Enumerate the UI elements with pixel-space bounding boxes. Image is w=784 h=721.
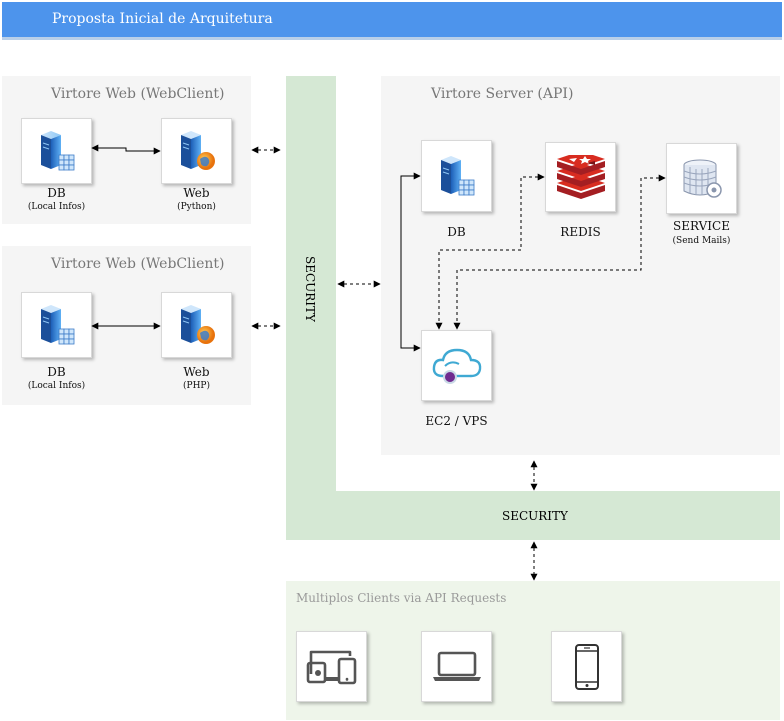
python-db-card[interactable] bbox=[21, 118, 92, 184]
php-web-card[interactable] bbox=[161, 292, 232, 358]
web-server-icon bbox=[180, 305, 215, 344]
server-title: Virtore Server (API) bbox=[431, 86, 574, 102]
php-web-label: Web bbox=[183, 365, 210, 379]
python-web-card[interactable] bbox=[161, 118, 232, 184]
title-bar bbox=[2, 2, 782, 40]
clients-title: Multiplos Clients via API Requests bbox=[296, 591, 507, 605]
php-web-sub: (PHP) bbox=[183, 381, 210, 391]
client-laptop-card[interactable] bbox=[421, 631, 492, 702]
database-server-icon bbox=[40, 131, 74, 171]
service-card[interactable] bbox=[666, 143, 737, 214]
cloud-compute-icon bbox=[432, 348, 481, 384]
edge-python-db-web bbox=[91, 144, 161, 155]
webclient-python-title: Virtore Web (WebClient) bbox=[51, 86, 225, 102]
clients-panel bbox=[286, 581, 780, 720]
ec2-label: EC2 / VPS bbox=[425, 414, 488, 428]
service-label: SERVICE bbox=[673, 219, 730, 233]
smartphone-icon bbox=[574, 643, 599, 690]
ec2-card[interactable] bbox=[421, 330, 492, 401]
security-vertical-band bbox=[286, 76, 336, 540]
client-devices-card[interactable] bbox=[296, 631, 367, 702]
php-db-label: DB bbox=[47, 365, 66, 379]
client-smartphone-card[interactable] bbox=[551, 631, 622, 702]
python-db-label: DB bbox=[47, 186, 66, 200]
python-web-label: Web bbox=[183, 186, 210, 200]
page-title: Proposta Inicial de Arquitetura bbox=[52, 11, 273, 27]
php-db-card[interactable] bbox=[21, 292, 92, 358]
security-horizontal-band bbox=[286, 491, 780, 540]
webclient-php-title: Virtore Web (WebClient) bbox=[51, 256, 225, 272]
laptop-icon bbox=[432, 651, 481, 681]
service-sub: (Send Mails) bbox=[672, 236, 731, 246]
database-server-icon bbox=[40, 305, 74, 345]
php-db-sub: (Local Infos) bbox=[27, 381, 86, 391]
web-server-icon bbox=[180, 131, 215, 170]
edge-db-ec2 bbox=[400, 172, 421, 352]
python-db-sub: (Local Infos) bbox=[27, 202, 86, 212]
service-server-icon bbox=[683, 159, 722, 198]
edge-service-ec2 bbox=[453, 174, 666, 330]
python-web-sub: (Python) bbox=[177, 202, 216, 212]
security-horizontal-label: SECURITY bbox=[502, 509, 568, 523]
devices-icon bbox=[306, 650, 356, 684]
edge-redis-ec2 bbox=[435, 173, 545, 330]
